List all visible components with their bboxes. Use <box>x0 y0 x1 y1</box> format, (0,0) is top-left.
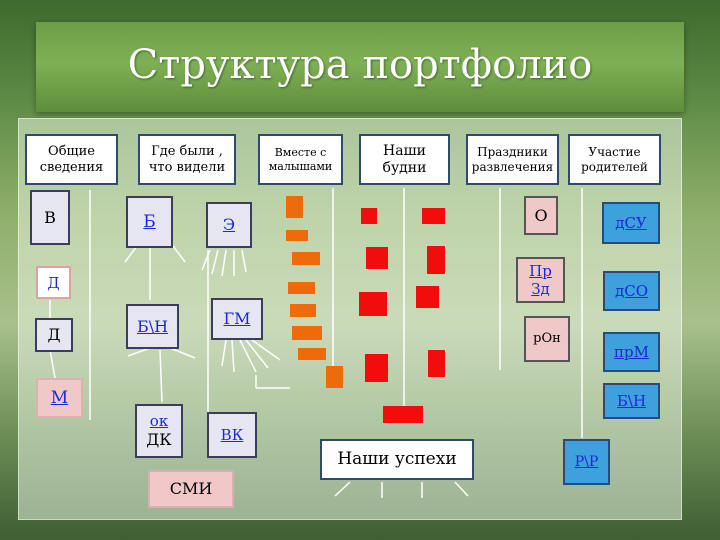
box-our-success[interactable]: Наши успехи <box>320 439 474 480</box>
header-holidays[interactable]: Праздники развлечения <box>466 134 559 185</box>
box-dsu[interactable]: дСУ <box>602 202 660 244</box>
red-square[interactable] <box>365 354 388 382</box>
red-square[interactable] <box>428 350 445 377</box>
orange-square[interactable] <box>290 304 316 317</box>
box-o[interactable]: О <box>524 196 558 235</box>
red-square[interactable] <box>422 208 445 224</box>
orange-square[interactable] <box>286 230 308 241</box>
header-parents[interactable]: Участие родителей <box>568 134 661 185</box>
box-dso[interactable]: дСО <box>603 271 660 311</box>
box-smi[interactable]: СМИ <box>148 470 234 508</box>
title-band: Структура портфолио <box>36 22 684 112</box>
orange-square[interactable] <box>292 326 322 340</box>
box-pr-zd[interactable]: Пр Зд <box>516 257 565 303</box>
red-square[interactable] <box>416 286 439 308</box>
orange-square[interactable] <box>326 366 343 388</box>
box-d-link[interactable]: Д <box>36 266 71 299</box>
orange-square[interactable] <box>298 348 326 360</box>
orange-square[interactable] <box>292 252 320 265</box>
header-with-kids[interactable]: Вместе с малышами <box>258 134 343 185</box>
box-b-n[interactable]: Б\Н <box>126 304 179 349</box>
box-m[interactable]: М <box>36 378 83 418</box>
red-square[interactable] <box>359 292 387 316</box>
header-general-info[interactable]: Общие сведения <box>25 134 118 185</box>
red-square[interactable] <box>383 406 423 423</box>
link-pr[interactable]: Пр <box>529 262 552 280</box>
box-vk[interactable]: ВК <box>207 412 257 458</box>
box-r-r[interactable]: Р\Р <box>563 439 610 485</box>
label-dk: ДК <box>146 430 172 450</box>
box-d[interactable]: Д <box>35 318 73 352</box>
box-v[interactable]: В <box>30 190 70 245</box>
box-ron[interactable]: рОн <box>524 316 570 362</box>
page-title: Структура портфолио <box>127 42 593 88</box>
link-ok[interactable]: ок <box>149 412 169 431</box>
box-gm[interactable]: ГМ <box>211 298 263 340</box>
red-square[interactable] <box>427 246 445 274</box>
box-b-n-parents[interactable]: Б\Н <box>603 383 660 419</box>
orange-square[interactable] <box>286 196 303 218</box>
box-e[interactable]: Э <box>206 202 252 248</box>
header-our-weekdays[interactable]: Наши будни <box>359 134 450 185</box>
link-zd[interactable]: Зд <box>531 280 550 298</box>
header-where-we-were[interactable]: Где были , что видели <box>138 134 236 185</box>
box-prm[interactable]: прМ <box>603 332 660 372</box>
box-b[interactable]: Б <box>126 196 173 248</box>
red-square[interactable] <box>361 208 377 224</box>
red-square[interactable] <box>366 247 388 269</box>
orange-square[interactable] <box>288 282 315 294</box>
box-ok-dk[interactable]: ок ДК <box>135 404 183 458</box>
